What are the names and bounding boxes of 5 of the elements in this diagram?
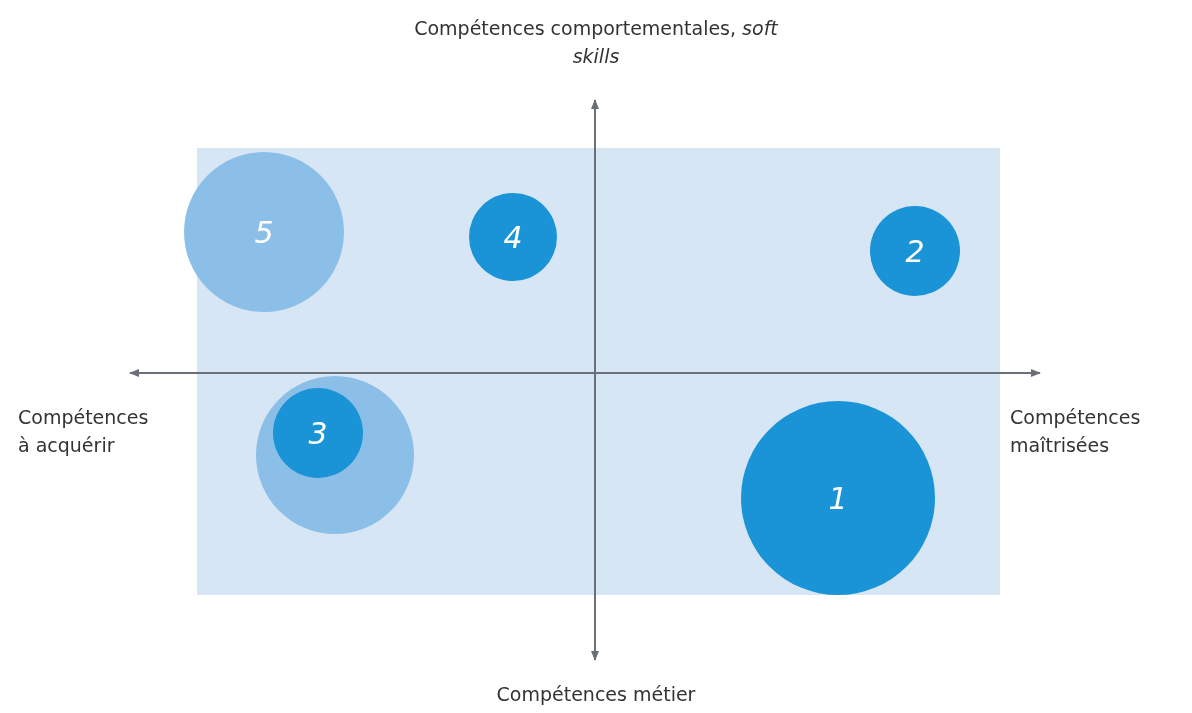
numbered-bubble: 3 [273,388,363,478]
axis-label: Compétences maîtrisées [1010,405,1142,458]
axis-label: Compétences comportementales, soft skills [413,16,780,69]
axis-label: Compétences à acquérir [18,405,150,458]
axis-label: Compétences métier [495,682,697,707]
